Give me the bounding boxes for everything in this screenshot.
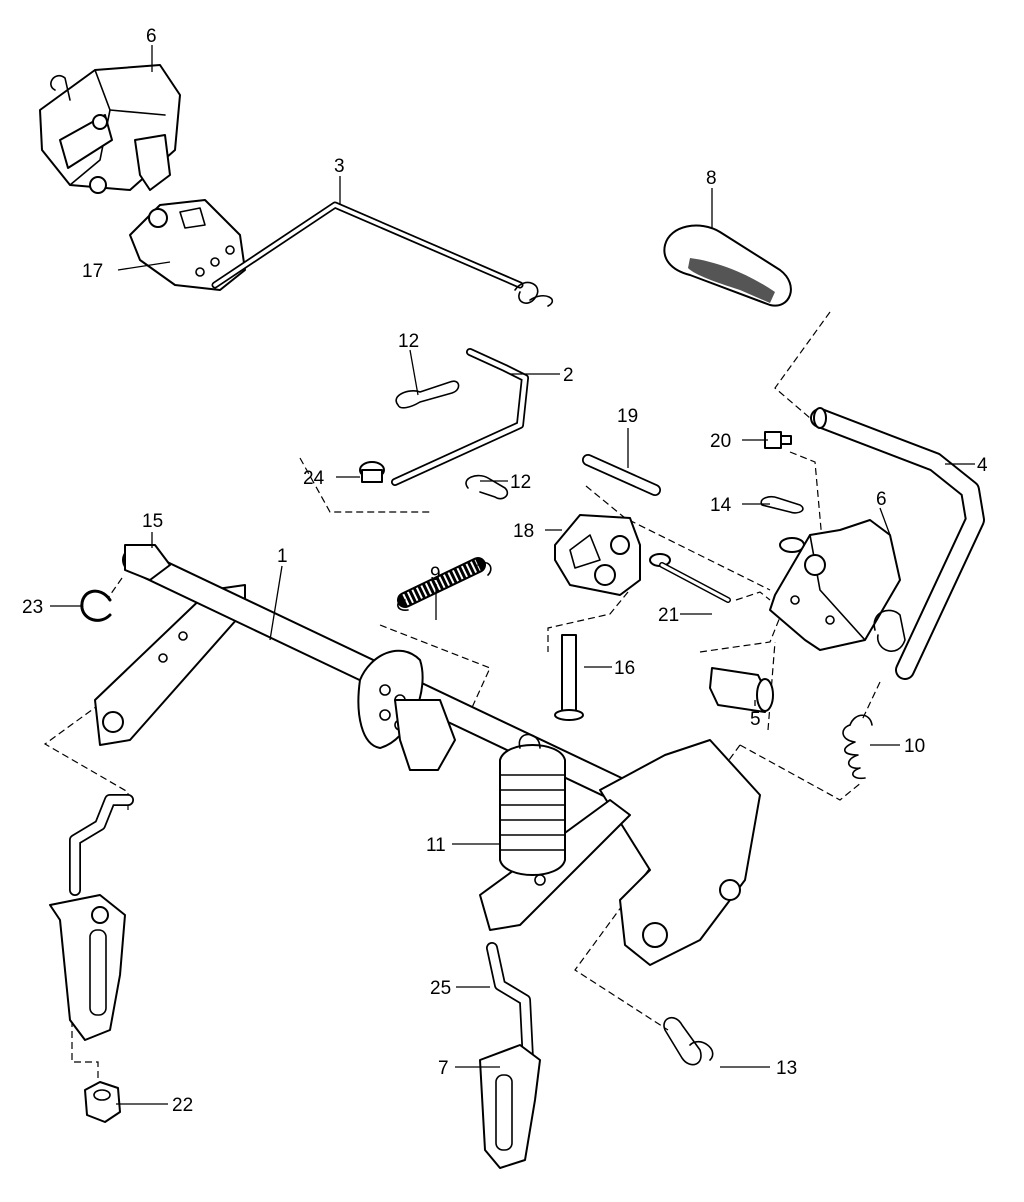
callout-18: 18	[513, 521, 534, 542]
part-18-bracket	[554, 514, 641, 596]
part-9-spring	[397, 557, 492, 611]
callout-23: 23	[22, 597, 43, 618]
part-17-lever-bracket	[129, 199, 246, 291]
callout-16: 16	[614, 658, 635, 679]
part-10-spring	[842, 714, 873, 780]
part-6-bracket-lower	[769, 519, 906, 652]
part-5-bushing	[709, 667, 774, 713]
callout-17: 17	[82, 261, 103, 282]
part-13-hair-clip	[663, 1016, 714, 1066]
callout-12-lower: 12	[510, 472, 531, 493]
part-11-spring	[499, 733, 566, 876]
part-22-nut	[84, 1081, 121, 1123]
callout-12-upper: 12	[398, 331, 419, 352]
callout-1: 1	[277, 546, 288, 567]
callout-2: 2	[563, 365, 574, 386]
part-16-pin	[554, 634, 584, 721]
callout-3: 3	[334, 156, 345, 177]
callout-10: 10	[904, 736, 925, 757]
callout-5: 5	[750, 709, 761, 730]
callout-20: 20	[710, 431, 731, 452]
callout-4: 4	[977, 455, 988, 476]
callout-22: 22	[172, 1095, 193, 1116]
part-14-clip	[760, 496, 805, 553]
part-7-bracket	[479, 1044, 541, 1169]
callouts: 6 3 8 17 12 2 19 20 4 24 12 14 6 18 15 1…	[22, 26, 988, 1116]
part-8-handle-grip	[663, 224, 792, 307]
callout-11: 11	[426, 835, 446, 856]
part-23-e-clip	[80, 589, 112, 622]
part-19-pin	[582, 454, 661, 496]
leader-lines	[50, 45, 975, 1105]
callout-21: 21	[658, 605, 679, 626]
assembly-guide-lines	[43, 311, 881, 1082]
part-4-lever	[810, 407, 985, 680]
callout-6-lower: 6	[876, 489, 887, 510]
callout-25: 25	[430, 978, 451, 999]
part-25-rod	[486, 942, 534, 1066]
part-21-bolt	[649, 553, 731, 603]
callout-9: 9	[430, 564, 441, 585]
callout-8: 8	[706, 168, 717, 189]
callout-13: 13	[776, 1058, 797, 1079]
part-24-bushing	[359, 461, 385, 483]
part-12-clip-lower	[465, 474, 509, 500]
callout-7: 7	[438, 1058, 449, 1079]
part-3-rod	[211, 201, 554, 307]
part-6-bracket-upper	[39, 64, 181, 194]
part-12-clip-upper	[395, 380, 460, 409]
callout-15: 15	[142, 511, 163, 532]
callout-14: 14	[710, 495, 732, 516]
part-2-rod	[391, 348, 529, 486]
callout-6-upper: 6	[146, 26, 157, 47]
part-20-bolt	[764, 431, 792, 449]
left-rod-assembly	[49, 794, 134, 1041]
callout-19: 19	[617, 406, 638, 427]
callout-24: 24	[303, 468, 325, 489]
